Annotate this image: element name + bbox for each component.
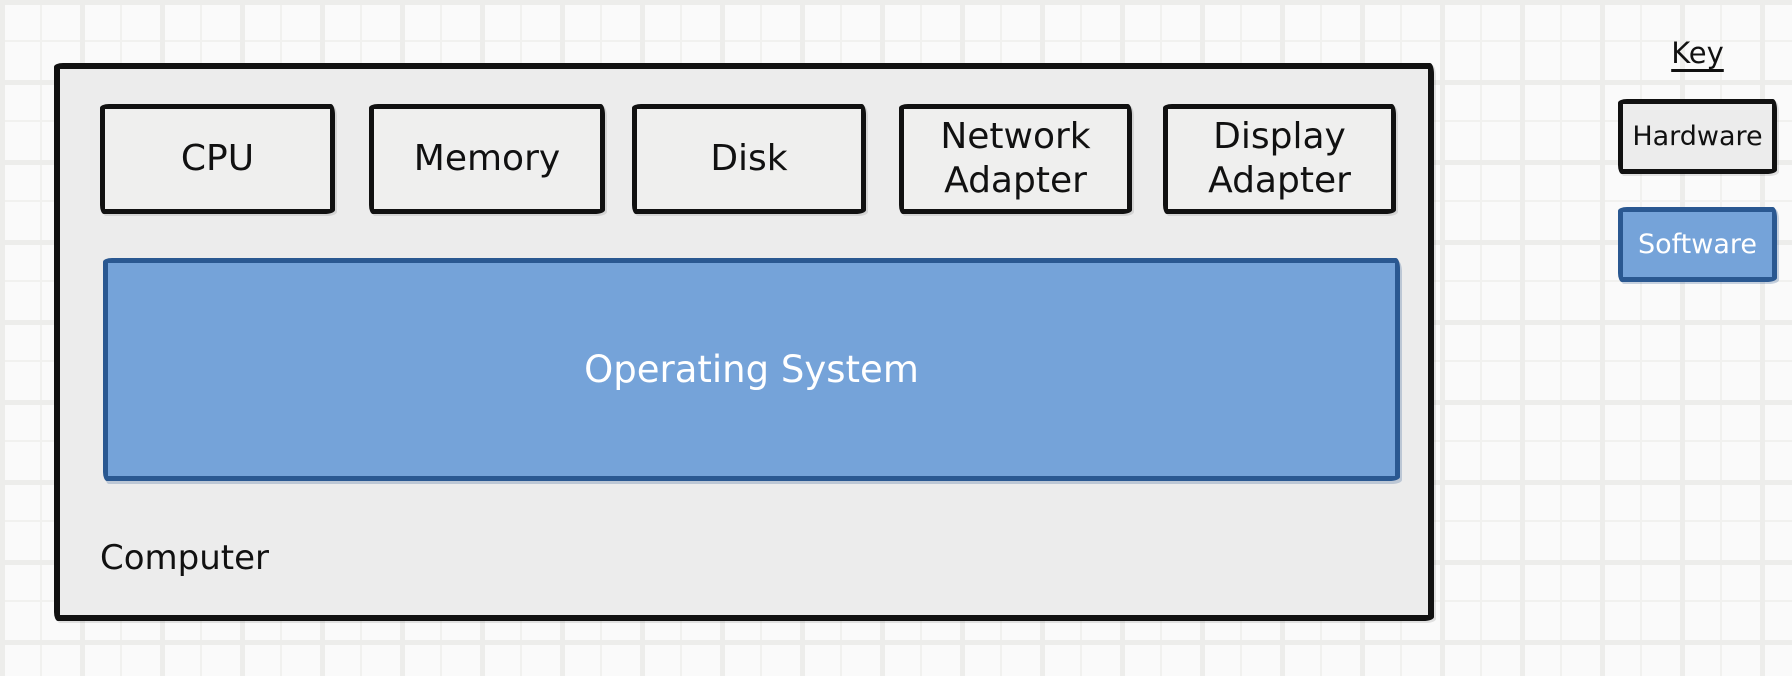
hardware-box-network-adapter: Network Adapter [899,104,1132,214]
hardware-box-cpu-label: CPU [180,138,255,180]
hardware-box-display-adapter-label: Display Adapter [1208,116,1351,201]
hardware-box-disk: Disk [632,104,866,214]
software-box-operating-system-label: Operating System [584,348,919,391]
key-swatch-software: Software [1618,207,1777,282]
hardware-box-display-adapter: Display Adapter [1163,104,1396,214]
computer-container-label: Computer [100,538,270,578]
hardware-box-disk-label: Disk [710,138,788,180]
hardware-box-memory: Memory [369,104,605,214]
hardware-box-network-adapter-label: Network Adapter [940,116,1091,201]
key-swatch-hardware-label: Hardware [1632,121,1763,152]
key-swatch-hardware: Hardware [1618,99,1777,174]
key-title: Key [1671,36,1724,70]
key-swatch-software-label: Software [1637,229,1758,260]
hardware-box-memory-label: Memory [413,138,561,180]
software-box-operating-system: Operating System [103,258,1400,481]
hardware-box-cpu: CPU [100,104,335,214]
